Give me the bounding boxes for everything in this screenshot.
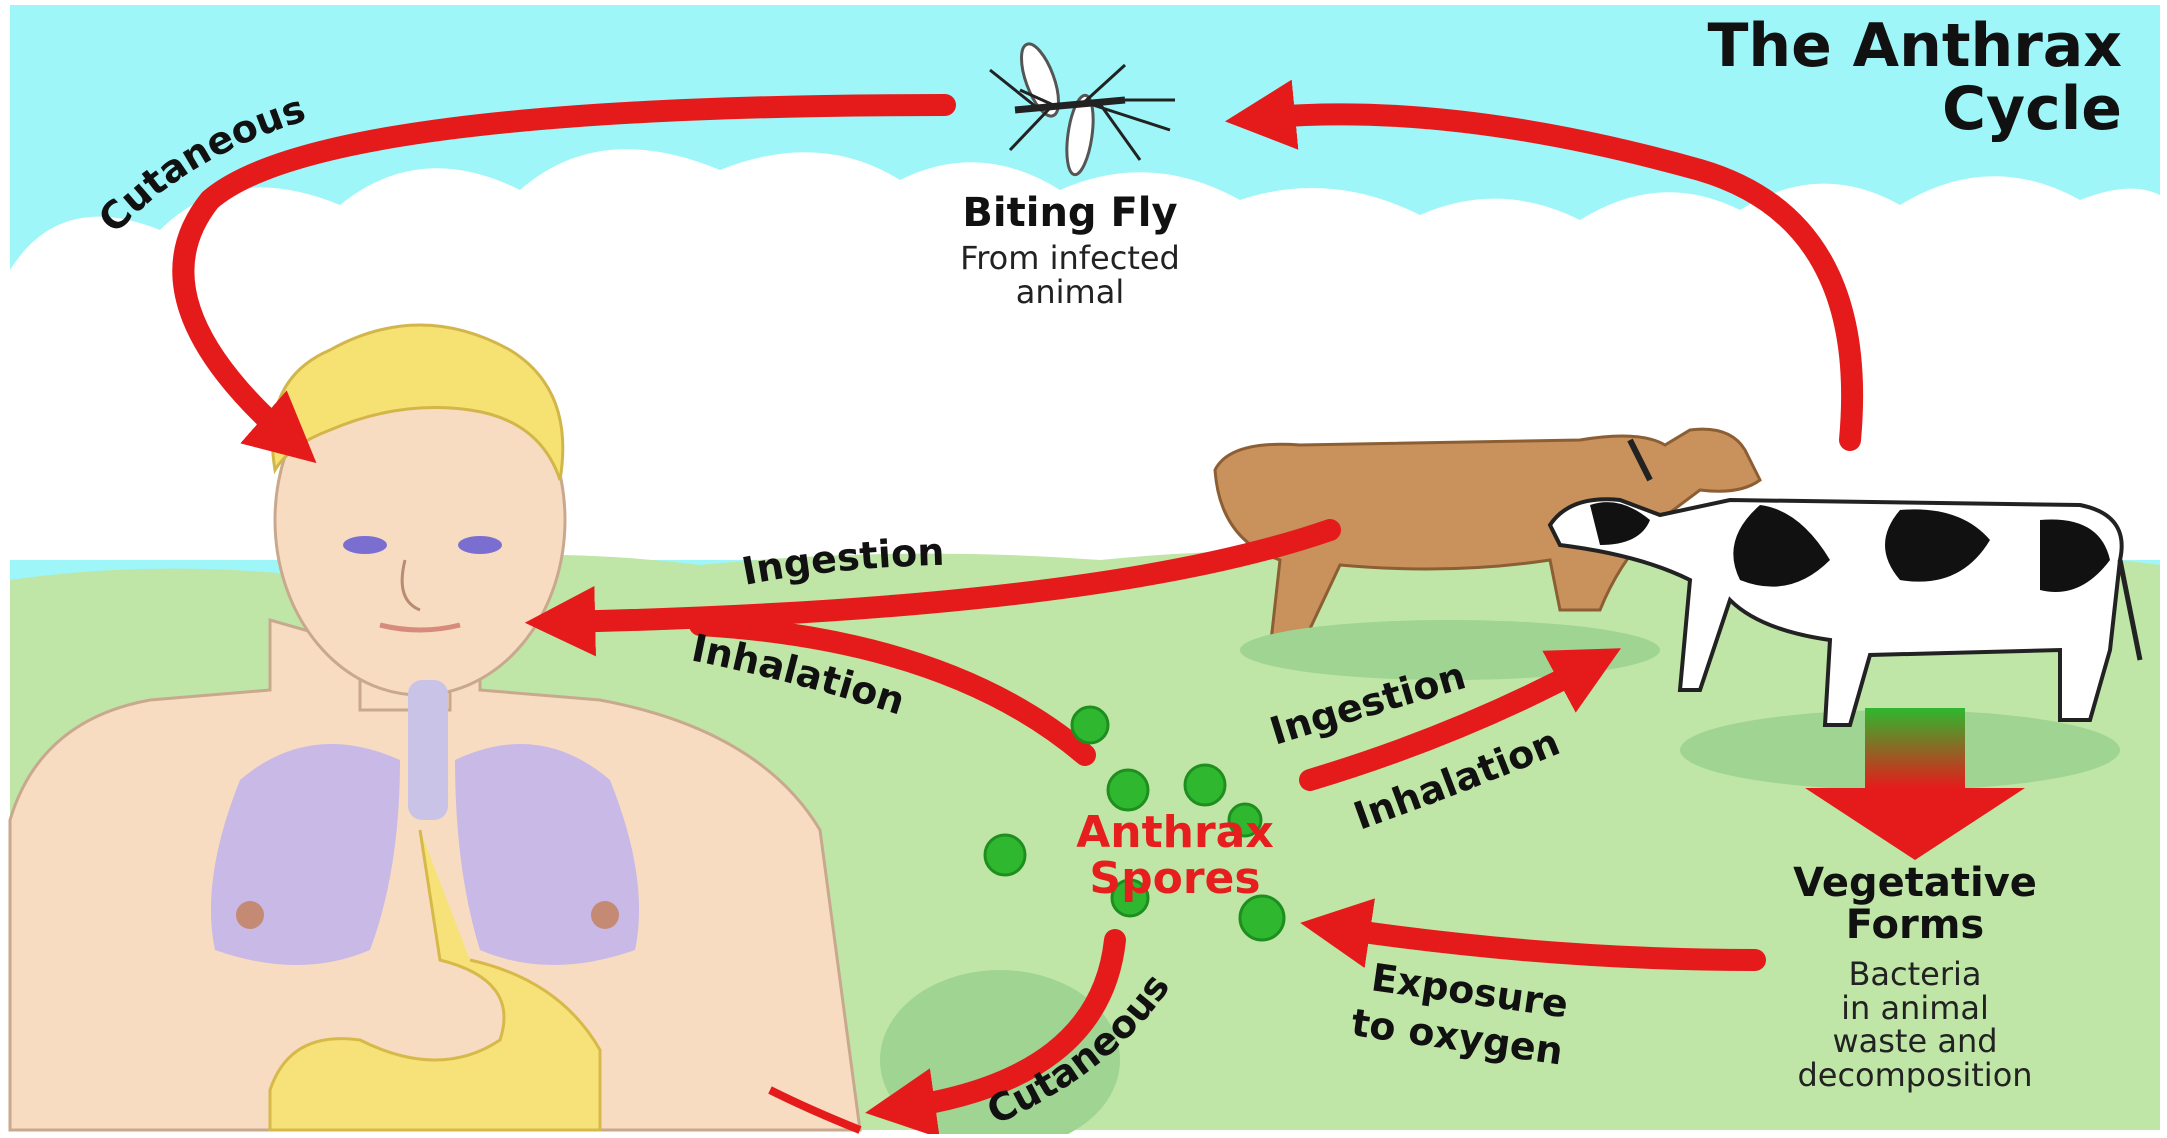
vegetative-forms-sublabel: Bacteria in animal waste and decompositi… <box>1700 958 2130 1092</box>
title-line-1: The Anthrax <box>1707 15 2122 78</box>
spore <box>1108 770 1148 810</box>
spore <box>1072 707 1108 743</box>
vegetative-line-2: Forms <box>1700 904 2130 946</box>
biting-fly-sub-line-1: From infected <box>880 242 1260 276</box>
biting-fly-sublabel: From infected animal <box>880 242 1260 309</box>
vegetative-line-1: Vegetative <box>1700 862 2130 904</box>
biting-fly-label: Biting Fly <box>900 190 1240 236</box>
vegetative-sub-line-3: waste and <box>1700 1025 2130 1059</box>
biting-fly-sub-line-2: animal <box>880 276 1260 310</box>
vegetative-sub-line-1: Bacteria <box>1700 958 2130 992</box>
spore <box>1185 765 1225 805</box>
vegetative-forms-label: Vegetative Forms <box>1700 862 2130 946</box>
diagram-title: The Anthrax Cycle <box>1707 15 2122 141</box>
spores-line-2: Spores <box>1010 856 1340 902</box>
vegetative-sub-line-4: decomposition <box>1700 1059 2130 1093</box>
vegetative-sub-line-2: in animal <box>1700 992 2130 1026</box>
title-line-2: Cycle <box>1707 78 2122 141</box>
spores-line-1: Anthrax <box>1010 810 1340 856</box>
anthrax-spores-label: Anthrax Spores <box>1010 810 1340 902</box>
